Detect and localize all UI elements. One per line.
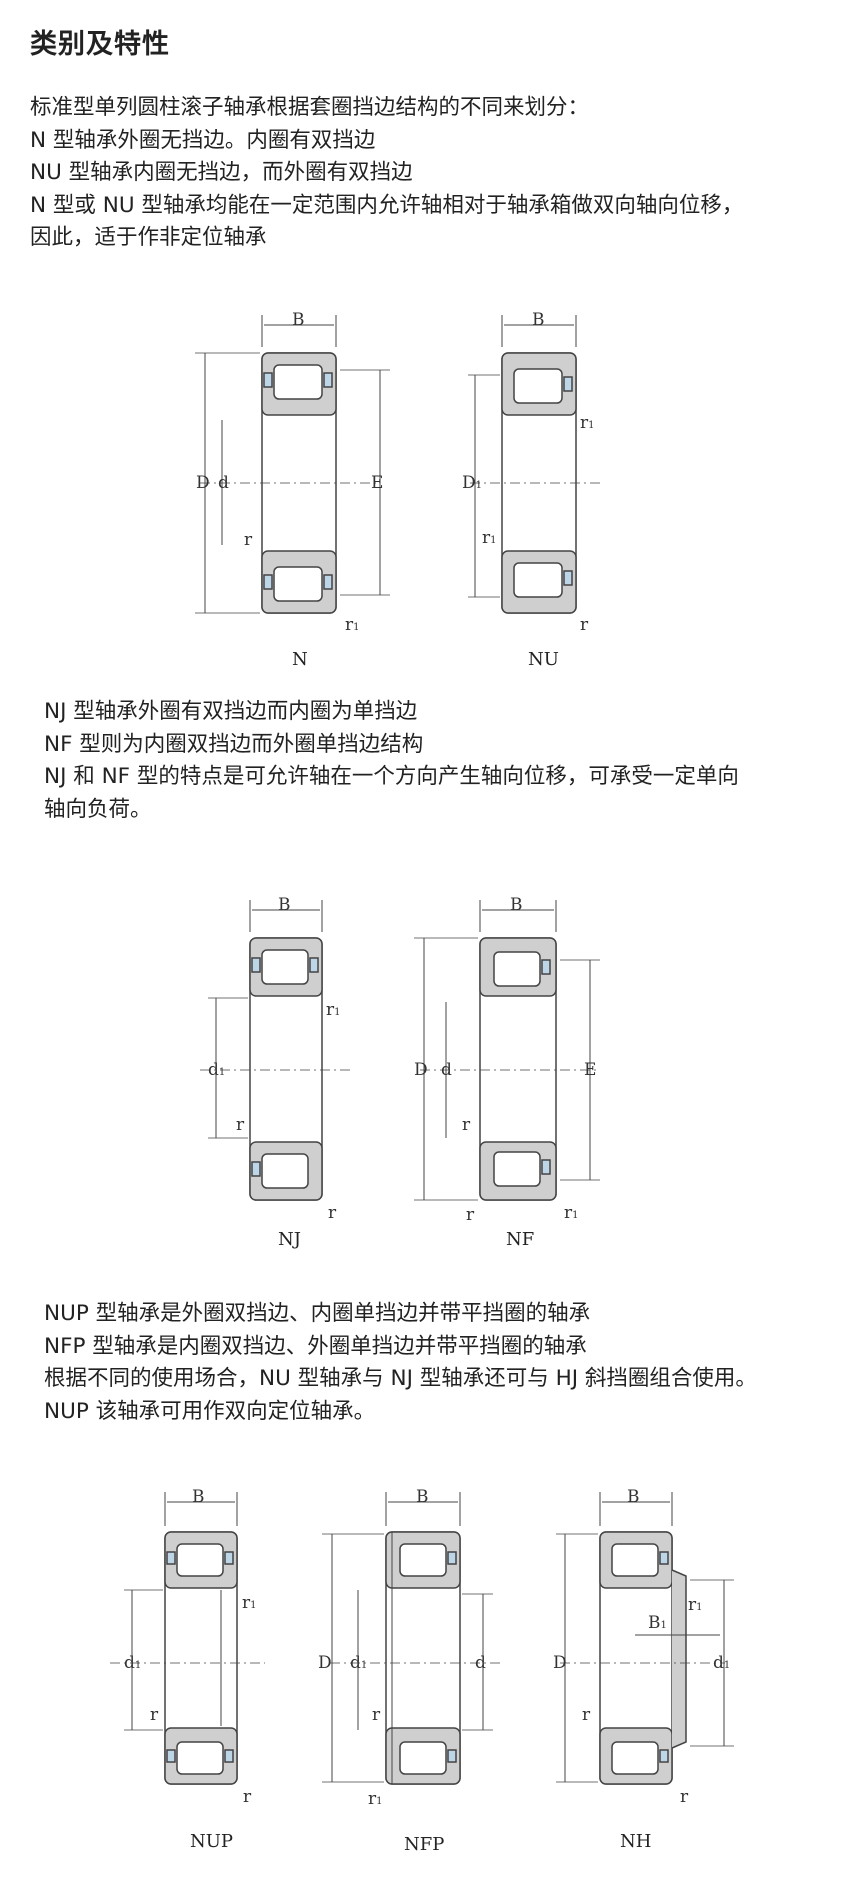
dim-d-outer: D	[196, 473, 210, 493]
dim-r1: r1	[564, 1203, 579, 1223]
bearing-nh	[556, 1492, 734, 1785]
diagram-nup-nfp-nh: B d1 r1 r r NUP B D d1 d r r1 NFP	[110, 1487, 734, 1855]
dim-r1: r1	[345, 615, 360, 635]
text-line: 轴向负荷。	[44, 796, 152, 822]
dim-r1: r1	[242, 1593, 257, 1613]
dim-r: r	[150, 1705, 159, 1725]
text-line: 因此，适于作非定位轴承	[30, 225, 267, 250]
dim-d-outer: D	[553, 1653, 567, 1673]
bearing-nu	[468, 315, 600, 614]
dim-r-lower: r	[243, 1787, 252, 1807]
text-line: NFP 型轴承是内圈双挡边、外圈单挡边并带平挡圈的轴承	[44, 1333, 587, 1359]
text-line: NUP 该轴承可用作双向定位轴承。	[44, 1398, 376, 1424]
text-line: NJ 和 NF 型的特点是可允许轴在一个方向产生轴向位移，可承受一定单向	[44, 764, 739, 789]
caption-nh: NH	[620, 1831, 651, 1852]
caption-nu: NU	[528, 649, 559, 670]
dim-r1: r1	[580, 413, 595, 433]
caption-nf: NF	[506, 1229, 534, 1250]
text-line: NJ 型轴承外圈有双挡边而内圈为单挡边	[44, 699, 418, 724]
dim-b: B	[510, 895, 523, 915]
dim-r: r	[236, 1115, 245, 1135]
dim-r: r	[462, 1115, 471, 1135]
dim-d-outer: D	[414, 1060, 428, 1080]
caption-nfp: NFP	[404, 1834, 444, 1855]
intro-paragraph: 标准型单列圆柱滚子轴承根据套圈挡边结构的不同来划分： N 型轴承外圈无挡边。内圈…	[30, 92, 830, 255]
text-line: 根据不同的使用场合，NU 型轴承与 NJ 型轴承还可与 HJ 斜挡圈组合使用。	[44, 1366, 757, 1391]
text-line: NF 型则为内圈双挡边而外圈单挡边结构	[44, 731, 424, 757]
dim-d-inner: d	[441, 1060, 452, 1080]
dim-r-lower: r	[680, 1787, 689, 1807]
bearing-n	[195, 315, 390, 614]
dim-e: E	[371, 473, 383, 493]
diagram-nj-nf: B d1 r1 r r NJ B D d E r r r1 NF	[200, 895, 600, 1250]
text-line: 标准型单列圆柱滚子轴承根据套圈挡边结构的不同来划分：	[30, 95, 590, 120]
dim-b1: B1	[648, 1613, 667, 1633]
dim-r-lower: r	[328, 1203, 337, 1223]
dim-d-inner: d	[218, 473, 229, 493]
diagram-n-nu: B D d E r r1 N B D1 r1 r1 r NU	[195, 310, 600, 670]
caption-nup: NUP	[190, 1831, 233, 1852]
dim-b: B	[416, 1487, 429, 1507]
dim-d-inner: d	[475, 1653, 486, 1673]
dim-r1: r1	[368, 1789, 383, 1809]
dim-b: B	[292, 310, 305, 330]
dim-b: B	[627, 1487, 640, 1507]
nup-nfp-paragraph: NUP 型轴承是外圈双挡边、内圈单挡边并带平挡圈的轴承 NFP 型轴承是内圈双挡…	[44, 1298, 844, 1428]
text-line: N 型或 NU 型轴承均能在一定范围内允许轴相对于轴承箱做双向轴向位移，	[30, 192, 744, 218]
bearing-nfp	[322, 1492, 500, 1785]
text-line: NU 型轴承内圈无挡边，而外圈有双挡边	[30, 160, 413, 185]
dim-r: r	[582, 1705, 591, 1725]
dim-r1: r1	[326, 1000, 341, 1020]
dim-d-outer: D	[318, 1653, 332, 1673]
dim-d1: d1	[713, 1653, 730, 1673]
nj-nf-paragraph: NJ 型轴承外圈有双挡边而内圈为单挡边 NF 型则为内圈双挡边而外圈单挡边结构 …	[44, 696, 844, 826]
bearing-nup	[110, 1492, 265, 1785]
caption-n: N	[292, 649, 308, 670]
dim-d1: D1	[462, 473, 482, 493]
bearing-nj	[200, 900, 350, 1201]
dim-b: B	[532, 310, 545, 330]
dim-r: r	[580, 615, 589, 635]
text-line: NUP 型轴承是外圈双挡边、内圈单挡边并带平挡圈的轴承	[44, 1301, 591, 1326]
caption-nj: NJ	[278, 1229, 301, 1250]
dim-b: B	[278, 895, 291, 915]
dim-r1-lower: r1	[482, 528, 497, 548]
dim-r-lower: r	[466, 1205, 475, 1225]
dim-d1: d1	[350, 1653, 367, 1673]
bearing-nf	[414, 900, 600, 1201]
dim-r1: r1	[688, 1595, 703, 1615]
dim-e: E	[584, 1060, 596, 1080]
page-title: 类别及特性	[30, 29, 170, 60]
dim-d1: d1	[208, 1060, 225, 1080]
text-line: N 型轴承外圈无挡边。内圈有双挡边	[30, 127, 376, 153]
dim-b: B	[192, 1487, 205, 1507]
dim-d1: d1	[124, 1653, 141, 1673]
dim-r: r	[244, 530, 253, 550]
dim-r: r	[372, 1705, 381, 1725]
